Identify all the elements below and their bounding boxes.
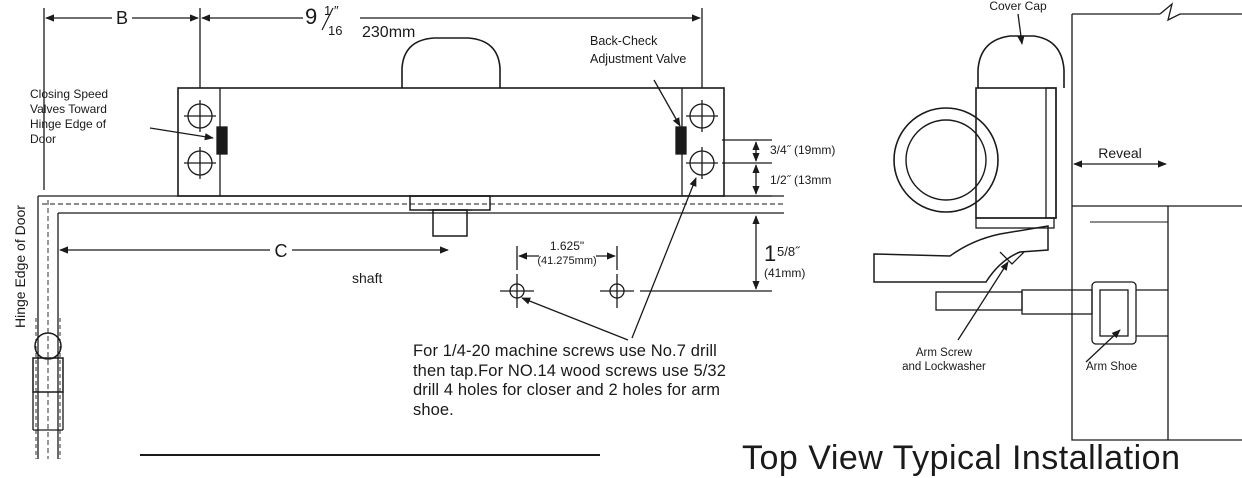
closing-speed-line-2: Valves Toward (30, 102, 107, 116)
note-line: shoe. (413, 400, 454, 419)
closing-speed-line-1: Closing Speed (30, 87, 108, 101)
reveal-label: Reveal (1098, 145, 1142, 161)
installation-note: For 1/4-20 machine screws use No.7 drill… (413, 342, 813, 420)
dim-width-whole: 9 (305, 4, 317, 29)
dim-width-mm: 230mm (362, 24, 415, 41)
view-caption: Top View Typical Installation (742, 439, 1181, 477)
cover-cap-label: Cover Cap (989, 0, 1047, 13)
front-view (32, 8, 784, 459)
note-line: then tap.For NO.14 wood screws use 5/32 (413, 361, 726, 380)
arm-shoe-label: Arm Shoe (1086, 361, 1137, 373)
note-line: For 1/4-20 machine screws use No.7 drill (413, 342, 717, 360)
dim-width-frac-num: 1 (324, 3, 331, 18)
hinge-edge-label: Hinge Edge of Door (12, 205, 28, 328)
dim-3-4-label: 3/4˝ (19mm) (770, 143, 835, 157)
arm-screw-line-2: and Lockwasher (902, 361, 986, 373)
dim-1625-label: 1.625" (550, 239, 584, 253)
closing-speed-line-4: Door (30, 132, 56, 146)
dim-width-frac-unit: ″ (334, 3, 339, 18)
dim-width-frac-slash (321, 7, 334, 31)
dim-158-mm: (41mm) (764, 266, 805, 280)
note-line: drill 4 holes for closer and 2 holes for… (413, 381, 721, 399)
shaft-label: shaft (352, 270, 382, 286)
back-check-label: Back-Check (590, 34, 658, 48)
arm-screw-line-1: Arm Screw (916, 347, 973, 359)
dim-158-frac: 5/8˝ (777, 244, 801, 259)
dim-158-whole: 1 (764, 241, 776, 266)
side-view (873, 2, 1242, 441)
dim-1-2-label: 1/2˝ (13mm (770, 173, 831, 187)
closing-speed-line-3: Hinge Edge of (30, 117, 107, 131)
dim-c-label: C (275, 241, 288, 261)
adjustment-valve-label: Adjustment Valve (590, 52, 686, 66)
dim-1625-mm-label: (41.275mm) (537, 255, 596, 267)
dim-width-frac-den: 16 (328, 23, 342, 38)
dim-b-label: B (116, 8, 128, 28)
installation-diagram: B 9 1 ″ 16 230mm Back-Check Adjustment V… (12, 0, 1242, 459)
